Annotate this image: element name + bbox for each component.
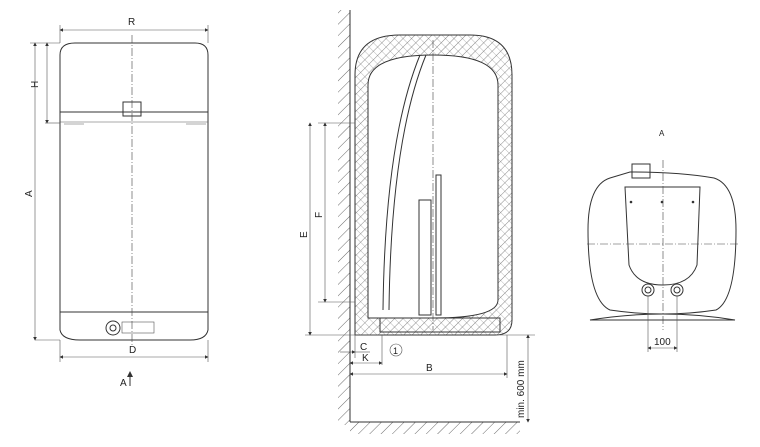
dim-a-label: A [24,190,35,197]
dim-e-label: E [299,231,310,238]
side-view: E F C K 1 B min. 600 mm [299,10,535,434]
bottom-view: A 100 [587,129,740,352]
bottom-view-title: A [659,129,665,138]
callout-1: 1 [393,346,398,356]
dim-f-label: F [314,212,325,218]
front-view: R H A D A [24,17,209,389]
clearance-label: min. 600 mm [516,360,527,418]
dim-r-label: R [128,17,135,28]
pipe-spacing-label: 100 [654,337,671,348]
dim-k-label: K [362,353,369,364]
dim-d-label: D [129,345,136,356]
dim-h-label: H [30,81,41,88]
view-arrow-label: A [120,378,127,389]
dim-c-label: C [360,342,367,353]
dim-b-label: B [426,363,433,374]
